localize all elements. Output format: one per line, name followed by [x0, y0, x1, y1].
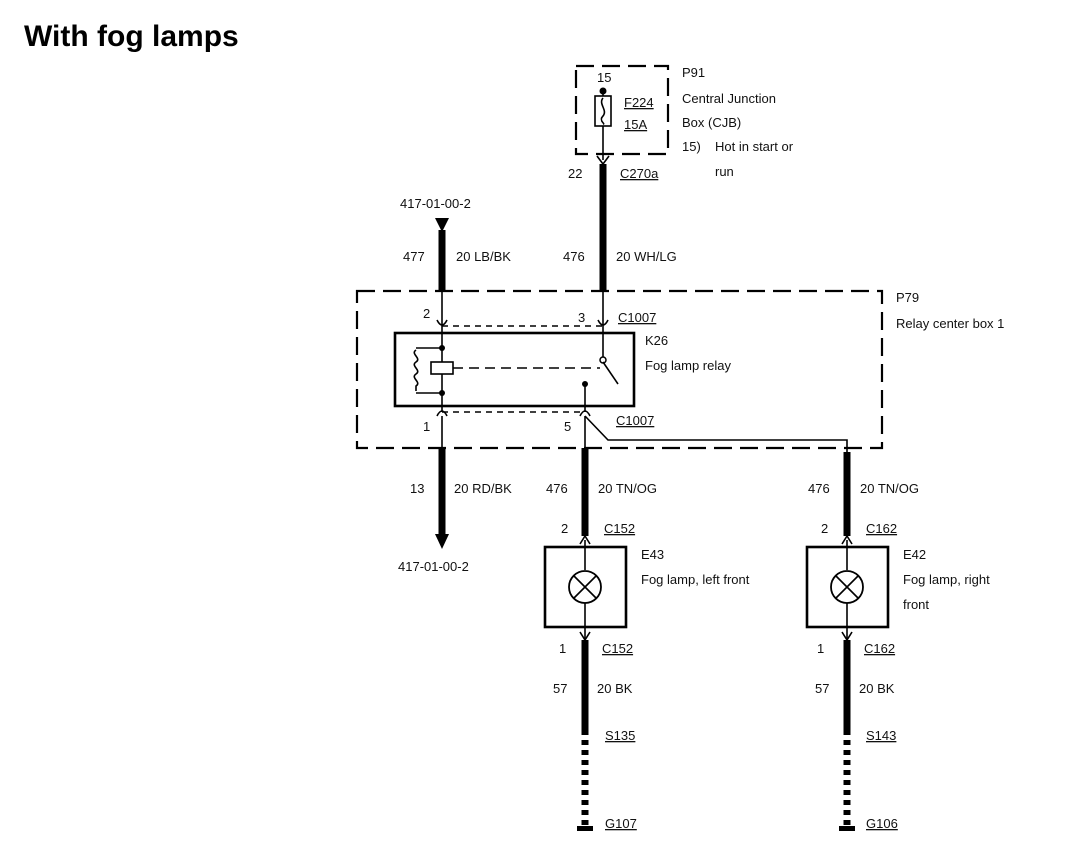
lamp-left-top-connector-icon	[579, 534, 591, 545]
out-left-wire: 20 RD/BK	[454, 481, 512, 496]
feed-left-circuit: 477	[403, 249, 425, 264]
fuse-rating: 15A	[624, 117, 647, 132]
pin1-connector-icon	[436, 410, 448, 417]
feed-left-ref: 417-01-00-2	[400, 196, 471, 211]
lamp-right-gnd-wire: 20 BK	[859, 681, 895, 696]
lamp-left-gnd-circuit: 57	[553, 681, 567, 696]
cjb-note-line2: run	[715, 164, 734, 179]
coil-winding-icon	[413, 349, 419, 391]
lamp-left-pin-top: 2	[561, 521, 568, 536]
lamp-right-splice: S143	[866, 728, 896, 743]
fuse-icon	[600, 97, 606, 125]
cjb-note-num: 15)	[682, 139, 701, 154]
cjb-name-line2: Box (CJB)	[682, 115, 741, 130]
lamp-right-pin-bottom: 1	[817, 641, 824, 656]
page-title: With fog lamps	[24, 20, 239, 53]
lamp-right-conn-top: C162	[866, 521, 897, 536]
lamp-left-wire: 20 TN/OG	[598, 481, 657, 496]
lamp-right-ground: G106	[866, 816, 898, 831]
feed-right-circuit: 476	[563, 249, 585, 264]
lamp-right-wire: 20 TN/OG	[860, 481, 919, 496]
lamp-left-ref: E43	[641, 547, 664, 562]
coil-leads	[416, 347, 442, 394]
lamp-left-ground: G107	[605, 816, 637, 831]
out-left-ref: 417-01-00-2	[398, 559, 469, 574]
relay-pin2: 2	[423, 306, 430, 321]
relay-pin1: 1	[423, 419, 430, 434]
ground-g107-icon	[577, 826, 593, 831]
branch-right-wire	[584, 415, 848, 452]
relay-center-box	[355, 289, 884, 450]
lamp-left-splice: S135	[605, 728, 635, 743]
cjb-ref: P91	[682, 65, 705, 80]
feed-left-wire: 20 LB/BK	[456, 249, 511, 264]
lamp-left-conn-top: C152	[604, 521, 635, 536]
cjb-name-line1: Central Junction	[682, 91, 776, 106]
ground-g106-icon	[839, 826, 855, 831]
lamp-right-top-connector-icon	[841, 534, 853, 545]
fuse-body	[594, 95, 612, 127]
switch-blade-icon	[602, 361, 619, 385]
lamp-right-pin-top: 2	[821, 521, 828, 536]
relay-conn-top: C1007	[618, 310, 656, 325]
cjb-connector: C270a	[620, 166, 659, 181]
cjb-note-line1: Hot in start or	[715, 139, 794, 154]
relay-k26-body	[393, 331, 636, 408]
relay-box-name: Relay center box 1	[896, 316, 1004, 331]
lamp-right-name-line2: front	[903, 597, 929, 612]
cjb-conn-pin: 22	[568, 166, 582, 181]
coil-core-icon	[430, 361, 454, 375]
relay-pin3: 3	[578, 310, 585, 325]
relay-pin5: 5	[564, 419, 571, 434]
relay-ref: K26	[645, 333, 668, 348]
relay-name: Fog lamp relay	[645, 358, 731, 373]
lamp-left-circuit: 476	[546, 481, 568, 496]
lamp-left-bulb-cross-icon	[573, 575, 597, 599]
lamp-right-conn-bottom: C162	[864, 641, 895, 656]
lamp-left-gnd-wire: 20 BK	[597, 681, 633, 696]
feed-left-arrow-icon	[435, 218, 449, 232]
out-left-circuit: 13	[410, 481, 424, 496]
lamp-left-name: Fog lamp, left front	[641, 572, 750, 587]
cjb-pin: 15	[597, 70, 611, 85]
lamp-left-conn-bottom: C152	[602, 641, 633, 656]
relay-box-ref: P79	[896, 290, 919, 305]
lamp-right-circuit: 476	[808, 481, 830, 496]
lamp-right-name-line1: Fog lamp, right	[903, 572, 990, 587]
fuse-name: F224	[624, 95, 654, 110]
relay-conn-bottom: C1007	[616, 413, 654, 428]
pin2-connector-icon	[436, 319, 448, 326]
cjb-box	[574, 64, 670, 156]
pin3-connector-icon	[597, 319, 609, 326]
lamp-right-bulb-cross-icon	[835, 575, 859, 599]
lamp-right-ref: E42	[903, 547, 926, 562]
lamp-left-pin-bottom: 1	[559, 641, 566, 656]
feed-right-wire: 20 WH/LG	[616, 249, 677, 264]
pin5-connector-icon	[579, 410, 591, 417]
lamp-right-gnd-circuit: 57	[815, 681, 829, 696]
out-left-arrow-icon	[435, 534, 449, 549]
